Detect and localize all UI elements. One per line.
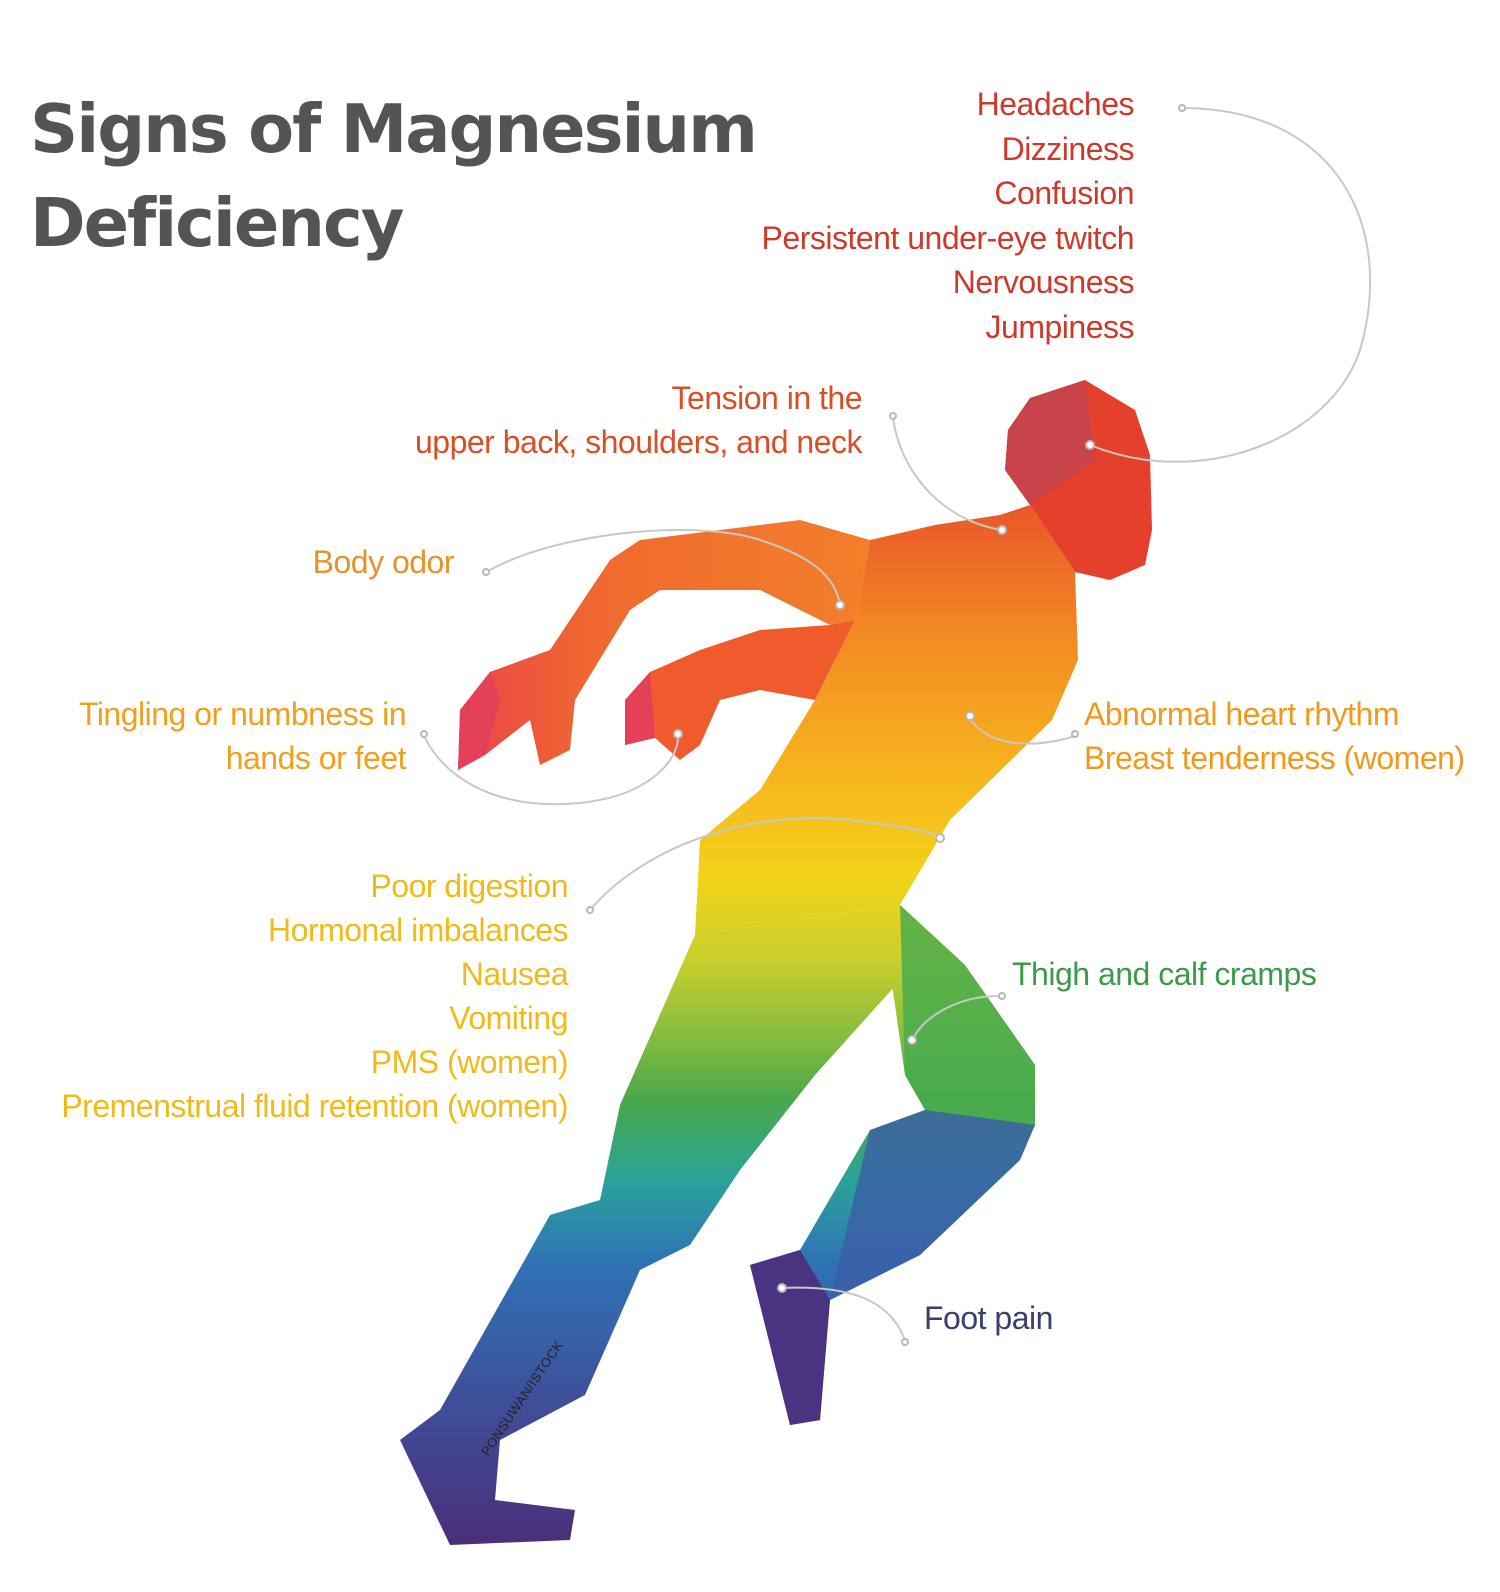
leader-dot-body-odor-start	[482, 568, 490, 576]
symptom-headaches: Headaches	[976, 86, 1135, 122]
symptom-abnormal-heart-rhythm: Abnormal heart rhythm	[1084, 696, 1399, 732]
leader-dot-foot-end	[777, 1283, 787, 1293]
runner-torso	[695, 505, 1078, 935]
runner-thigh-shade	[900, 905, 1035, 1125]
runner-shin-shade	[830, 1110, 1035, 1300]
leader-dot-tension-end	[997, 525, 1007, 535]
leader-dot-head-end	[1085, 440, 1095, 450]
runner-hand-shade	[458, 672, 500, 770]
thigh-symptom-list: Thigh and calf cramps	[1012, 952, 1317, 996]
symptom-vomiting: Vomiting	[449, 1000, 568, 1036]
page-title-line-1: Signs of Magnesium	[30, 90, 758, 168]
symptom-thigh-calf-cramps: Thigh and calf cramps	[1012, 956, 1317, 992]
symptom-dizziness: Dizziness	[1001, 130, 1135, 167]
symptom-tension-line-2: upper back, shoulders, and neck	[414, 424, 863, 460]
leader-line-digestion	[589, 817, 941, 911]
leader-line-tingling	[423, 733, 680, 806]
runner-front-arm	[625, 620, 855, 760]
digestion-symptom-list: Poor digestion Hormonal imbalances Nause…	[61, 864, 568, 1128]
leader-line-thigh	[911, 994, 1003, 1041]
leader-line-head	[1089, 107, 1372, 463]
leader-dot-foot-start	[901, 1338, 909, 1346]
symptom-tingling-line-2: hands or feet	[225, 740, 407, 776]
leader-dot-thigh-end	[907, 1035, 917, 1045]
runner-back-arm	[458, 520, 870, 770]
symptom-breast-tenderness: Breast tenderness (women)	[1084, 740, 1465, 776]
leader-line-heart	[969, 717, 1076, 745]
head-symptoms-list: Headaches Dizziness Confusion Persistent…	[761, 82, 1135, 349]
symptom-tingling-line-1: Tingling or numbness in	[78, 696, 407, 732]
runner-hand-shade-2	[625, 672, 655, 745]
leader-dot-tingling-start	[420, 730, 428, 738]
leader-dot-heart-end	[965, 711, 975, 721]
symptom-body-odor: Body odor	[312, 544, 455, 580]
symptom-nervousness: Nervousness	[952, 264, 1135, 300]
symptom-tension-line-1: Tension in the	[671, 380, 863, 416]
leader-dot-digestion-end	[935, 833, 945, 843]
symptom-foot-pain: Foot pain	[924, 1300, 1053, 1336]
symptom-confusion: Confusion	[994, 175, 1134, 211]
leader-dot-tension-start	[889, 412, 897, 420]
symptom-pms: PMS (women)	[370, 1044, 569, 1080]
runner-back-leg	[400, 905, 905, 1545]
symptom-jumpiness: Jumpiness	[985, 308, 1135, 345]
page-title-line-2: Deficiency	[30, 184, 404, 262]
tingling-symptom-list: Tingling or numbness in hands or feet	[78, 692, 407, 780]
runner-head-shade	[1005, 380, 1095, 505]
leader-dot-digestion-start	[586, 906, 594, 914]
foot-symptom-list: Foot pain	[924, 1296, 1053, 1340]
symptom-fluid-retention: Premenstrual fluid retention (women)	[61, 1088, 568, 1124]
leader-line-tension	[892, 417, 1003, 531]
page-title: Signs of Magnesium Deficiency	[30, 82, 758, 270]
leader-lines	[423, 107, 1372, 1341]
leader-dot-thigh-start	[998, 992, 1006, 1000]
symptom-under-eye-twitch: Persistent under-eye twitch	[761, 219, 1135, 256]
symptom-hormonal-imbalances: Hormonal imbalances	[268, 912, 568, 948]
heart-symptom-list: Abnormal heart rhythm Breast tenderness …	[1084, 692, 1465, 780]
symptom-nausea: Nausea	[460, 956, 569, 992]
leader-dots	[420, 104, 1186, 1346]
leader-dot-tingling-end	[673, 729, 683, 739]
body-odor-symptom-list: Body odor	[312, 540, 455, 584]
symptom-poor-digestion: Poor digestion	[370, 868, 568, 904]
runner-front-foot	[750, 1250, 830, 1425]
leader-dot-heart-start	[1071, 730, 1079, 738]
leader-line-foot	[781, 1286, 906, 1341]
leader-line-body-odor	[485, 529, 841, 606]
leader-dot-body-odor-end	[835, 600, 845, 610]
leader-dot-head-start	[1178, 104, 1186, 112]
tension-symptom-list: Tension in the upper back, shoulders, an…	[414, 376, 863, 464]
